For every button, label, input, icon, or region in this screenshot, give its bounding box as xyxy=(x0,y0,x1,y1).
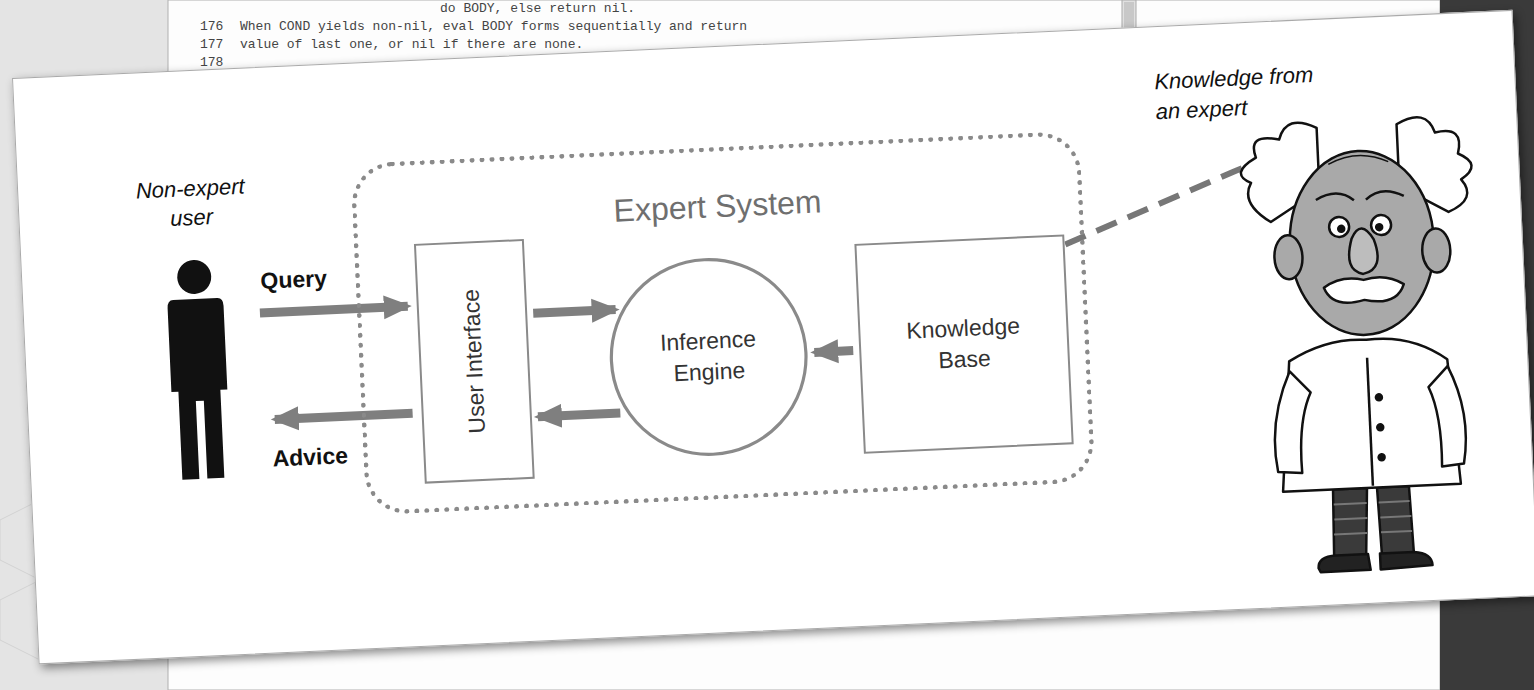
code-text: value of last one, or nil if there are n… xyxy=(240,37,583,52)
line-number: 177 xyxy=(200,37,223,52)
circle-outline xyxy=(605,253,812,460)
knowledge-box: Knowledge Base xyxy=(854,234,1073,453)
flow-label: Query xyxy=(260,265,328,295)
query-arrow xyxy=(260,306,408,313)
group-title: Expert System xyxy=(357,172,1078,242)
node-label: Inference Engine xyxy=(608,321,809,392)
user-figure xyxy=(165,259,231,480)
source-label: Knowledge from an expert xyxy=(1154,60,1317,127)
code-text: When COND yields non-nil, eval BODY form… xyxy=(240,19,747,34)
node-label: Knowledge Base xyxy=(860,308,1068,379)
flow-arrow xyxy=(533,310,615,314)
expert-figure xyxy=(1239,115,1490,575)
interface-box: User Interface xyxy=(414,239,535,484)
advice-arrow xyxy=(275,413,413,419)
diagram-card: Expert SystemUser Interface Inference Eng… xyxy=(12,10,1534,665)
line-number: 176 xyxy=(200,19,223,34)
flow-arrow xyxy=(814,351,853,353)
flow-label: Advice xyxy=(272,442,349,472)
engine-circle: Inference Engine xyxy=(605,253,812,460)
user-label: Non-expert user xyxy=(126,172,256,235)
flow-arrow xyxy=(538,413,620,417)
system-boundary: Expert SystemUser Interface Inference Eng… xyxy=(350,131,1095,516)
node-label: User Interface xyxy=(458,289,492,435)
code-text: do BODY, else return nil. xyxy=(440,1,635,16)
